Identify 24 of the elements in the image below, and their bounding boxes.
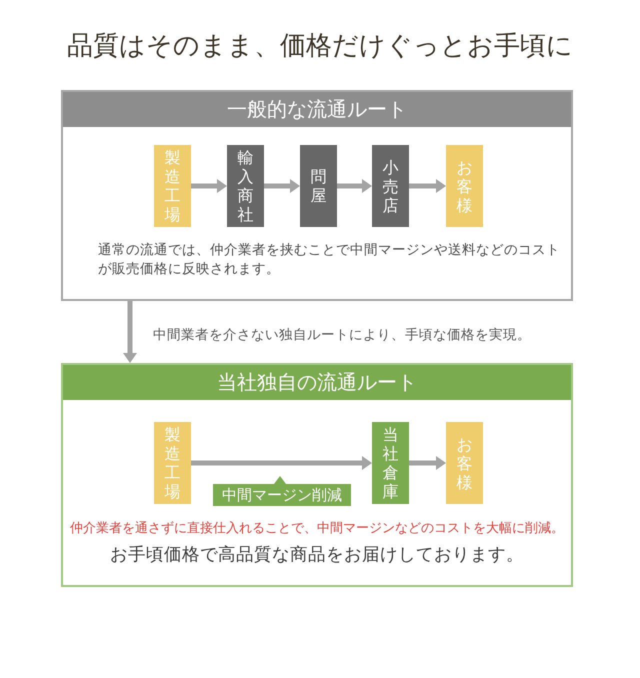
- process-box: 当社倉庫: [372, 422, 409, 504]
- arrow: [337, 179, 372, 193]
- summary-text: お手頃価格で高品質な商品をお届けしております。: [109, 544, 525, 567]
- arrow: [409, 456, 446, 470]
- panel-header: 一般的な流通ルート: [63, 92, 571, 127]
- process-box: 小売店: [372, 145, 409, 227]
- arrow: [191, 456, 372, 470]
- process-box: 問屋: [300, 145, 337, 227]
- arrow: [409, 179, 446, 193]
- page-title: 品質はそのまま、価格だけぐっとお手頃に: [66, 30, 574, 63]
- process-box: お客様: [446, 145, 483, 227]
- route-panel: [61, 90, 573, 301]
- route-panel: [61, 363, 573, 587]
- arrow: [123, 301, 137, 363]
- process-box: お客様: [446, 422, 483, 504]
- callout-box: 中間マージン削減: [213, 476, 351, 506]
- arrow: [264, 179, 300, 193]
- process-box: 輸入商社: [227, 145, 264, 227]
- process-box: 製造工場: [154, 145, 191, 227]
- description-text: 通常の流通では、仲介業者を挟むことで中間マージンや送料などのコストが販売価格に反映されます。: [98, 241, 561, 279]
- process-box: 製造工場: [154, 422, 191, 504]
- panel-header: 当社独自の流通ルート: [63, 365, 571, 400]
- note-text: 仲介業者を通さずに直接仕入れることで、中間マージンなどのコストを大幅に削減。: [69, 520, 565, 538]
- arrow: [191, 179, 227, 193]
